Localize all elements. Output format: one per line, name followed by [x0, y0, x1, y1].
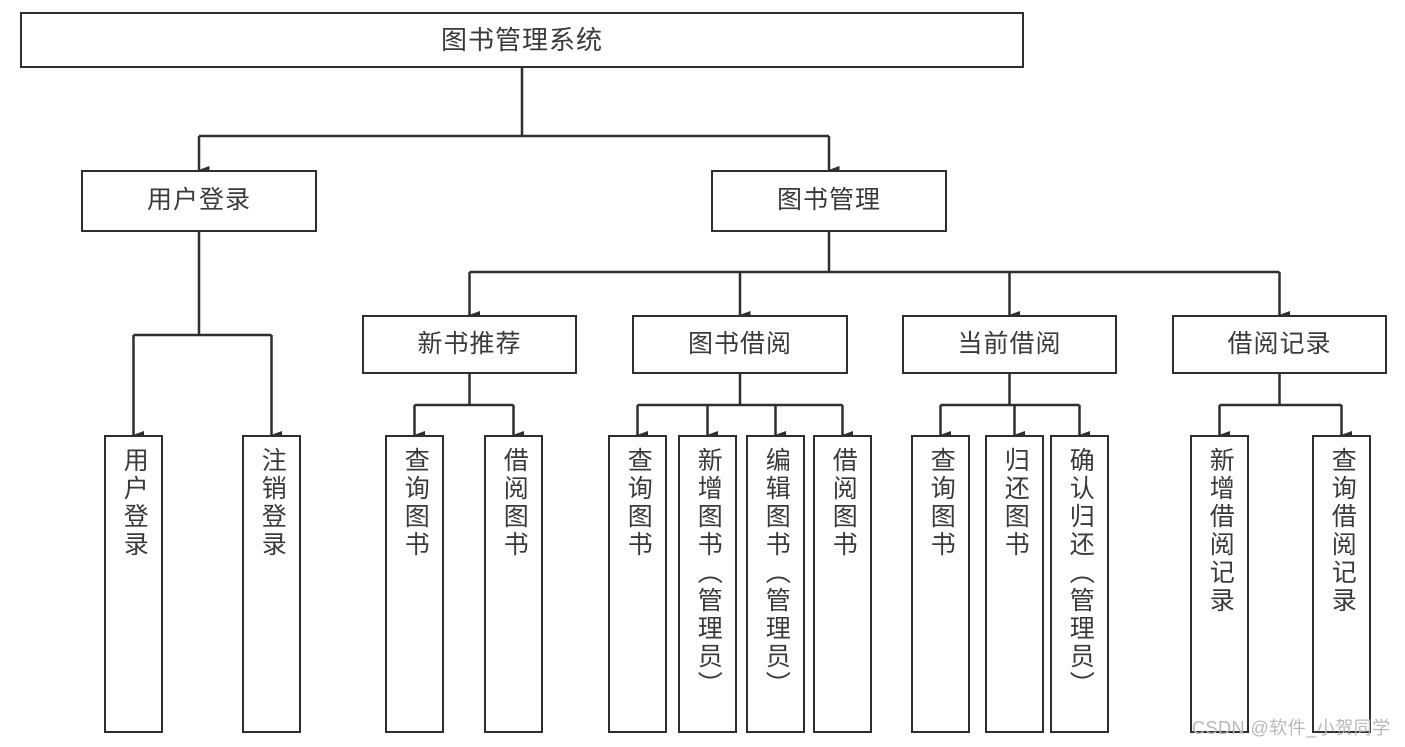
- node-leaf-edit-book[interactable]: 编辑图书（管理员）: [746, 435, 805, 733]
- node-label: 借阅图书: [829, 447, 858, 559]
- node-label: 确认归还（管理员）: [1066, 447, 1095, 699]
- node-borrow-record[interactable]: 借阅记录: [1172, 315, 1387, 374]
- node-label: 查询借阅记录: [1328, 447, 1357, 615]
- node-book-manage[interactable]: 图书管理: [711, 170, 947, 232]
- node-user-login[interactable]: 用户登录: [81, 170, 317, 232]
- node-current-borrow[interactable]: 当前借阅: [902, 315, 1117, 374]
- node-leaf-query-book-2[interactable]: 查询图书: [608, 435, 667, 733]
- node-label: 查询图书: [624, 447, 653, 559]
- node-leaf-add-record[interactable]: 新增借阅记录: [1190, 435, 1249, 733]
- node-label: 新增借阅记录: [1206, 447, 1235, 615]
- node-leaf-add-book[interactable]: 新增图书（管理员）: [678, 435, 737, 733]
- node-label: 新增图书（管理员）: [694, 447, 723, 699]
- node-label: 新书推荐: [417, 329, 522, 358]
- node-root[interactable]: 图书管理系统: [20, 12, 1024, 68]
- node-leaf-query-book-1[interactable]: 查询图书: [385, 435, 444, 733]
- node-label: 用户登录: [146, 186, 251, 215]
- node-label: 图书管理: [776, 186, 881, 215]
- node-leaf-borrow-book-1[interactable]: 借阅图书: [484, 435, 543, 733]
- node-label: 图书管理系统: [440, 24, 603, 55]
- node-book-borrow[interactable]: 图书借阅: [632, 315, 848, 374]
- node-label: 归还图书: [1001, 447, 1030, 559]
- node-label: 用户登录: [120, 447, 149, 559]
- node-leaf-user-login[interactable]: 用户登录: [104, 435, 163, 733]
- node-leaf-return-book[interactable]: 归还图书: [985, 435, 1044, 733]
- node-label: 查询图书: [401, 447, 430, 559]
- node-leaf-query-book-3[interactable]: 查询图书: [911, 435, 970, 733]
- node-leaf-query-record[interactable]: 查询借阅记录: [1312, 435, 1371, 733]
- node-label: 当前借阅: [957, 329, 1062, 358]
- connector-paths: [132, 68, 1352, 439]
- node-label: 图书借阅: [687, 329, 792, 358]
- node-label: 查询图书: [927, 447, 956, 559]
- node-new-book-rec[interactable]: 新书推荐: [362, 315, 577, 374]
- node-label: 借阅记录: [1227, 329, 1332, 358]
- node-label: 注销登录: [258, 447, 287, 559]
- watermark: CSDN @软件_小贺同学: [1192, 718, 1391, 738]
- node-leaf-borrow-book-2[interactable]: 借阅图书: [813, 435, 872, 733]
- node-label: 编辑图书（管理员）: [762, 447, 791, 699]
- node-label: 借阅图书: [500, 447, 529, 559]
- node-leaf-confirm-return[interactable]: 确认归还（管理员）: [1050, 435, 1109, 733]
- node-leaf-logout[interactable]: 注销登录: [242, 435, 301, 733]
